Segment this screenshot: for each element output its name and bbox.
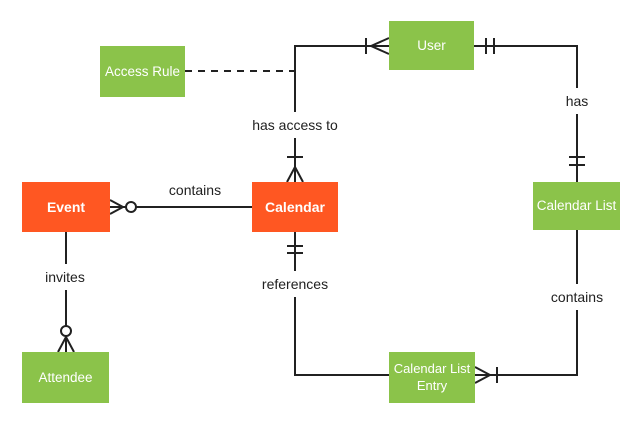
entity-label: Calendar List Entry (393, 360, 471, 393)
zero-circle-icon (125, 201, 137, 213)
exactly-one-ticks-icon (287, 245, 303, 254)
relationship-label-has-access-to: has access to (249, 112, 341, 138)
relationship-label-contains-event-calendar: contains (165, 181, 225, 199)
crowsfoot-icon (286, 166, 304, 183)
edge-line (475, 230, 578, 376)
entity-attendee[interactable]: Attendee (22, 352, 109, 403)
edge-calendar-has-access-to-user (286, 37, 390, 183)
edge-entry-references-calendar (287, 232, 389, 376)
relationship-label-references: references (258, 271, 332, 297)
edge-calendar-list-contains-entry (474, 230, 578, 384)
edge-user-has-calendar-list (474, 38, 585, 182)
crowsfoot-icon (370, 37, 390, 55)
entity-calendar-list[interactable]: Calendar List (533, 182, 620, 230)
entity-user[interactable]: User (389, 21, 474, 70)
entity-access-rule[interactable]: Access Rule (100, 46, 185, 97)
entity-calendar-list-entry[interactable]: Calendar List Entry (389, 352, 475, 403)
exactly-one-ticks-icon (485, 38, 495, 54)
entity-label: Attendee (38, 369, 93, 385)
edge-line (294, 232, 389, 376)
entity-label: Access Rule (104, 63, 181, 79)
relationship-label-has: has (562, 88, 592, 114)
relationship-label-invites: invites (42, 264, 88, 290)
exactly-one-ticks-icon (569, 156, 585, 166)
edge-line (474, 45, 578, 182)
entity-calendar[interactable]: Calendar (252, 182, 338, 232)
crowsfoot-icon (57, 336, 75, 353)
entity-event[interactable]: Event (22, 182, 110, 232)
entity-label: Calendar (265, 198, 325, 215)
crowsfoot-icon (474, 366, 491, 384)
edge-event-contains-calendar (109, 199, 252, 215)
crowsfoot-icon (109, 199, 124, 215)
entity-label: Calendar List (536, 198, 617, 214)
zero-circle-icon (60, 325, 72, 337)
relationship-label-contains-calendar-list: contains (547, 284, 607, 310)
edge-event-invites-attendee (57, 232, 75, 353)
entity-label: Event (46, 198, 86, 215)
entity-label: User (417, 37, 446, 53)
